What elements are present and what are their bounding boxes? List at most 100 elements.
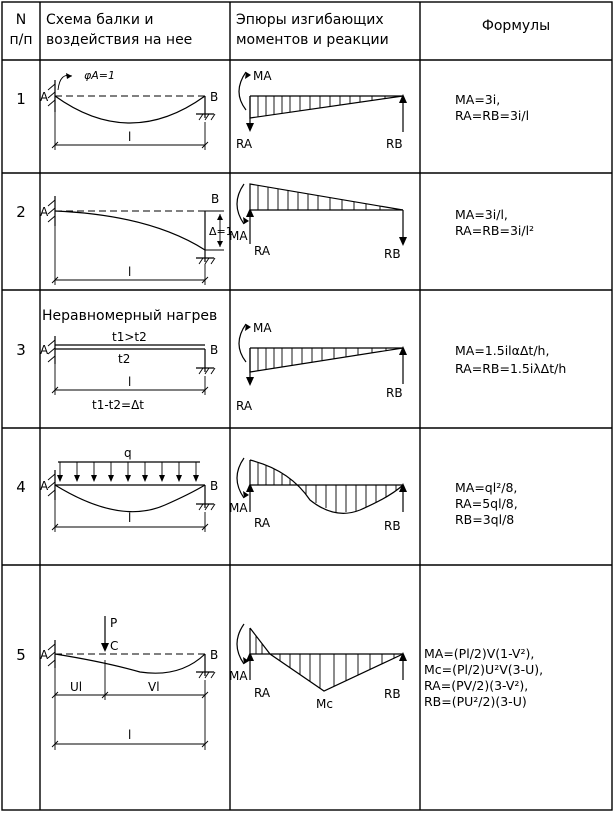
- fixed-support-a: [47, 336, 56, 364]
- deflection-curve: [54, 95, 206, 124]
- formula-line: RA=RB=3i/l²: [455, 223, 534, 238]
- reaction-b-arrow-icon: [399, 652, 407, 661]
- label-ma: MA: [229, 669, 248, 683]
- label-length: l: [128, 511, 131, 525]
- label-t2: t2: [118, 352, 130, 366]
- roller-support-b: [196, 485, 216, 511]
- row-2-formulas: MA=3i/l, RA=RB=3i/l²: [455, 207, 534, 238]
- dimension-l: [51, 112, 209, 150]
- label-rb: RB: [384, 687, 401, 701]
- label-t1-gt-t2: t1>t2: [112, 330, 147, 344]
- label-rb: RB: [384, 519, 401, 533]
- reaction-b-arrow-icon: [399, 483, 407, 492]
- row-2-scheme: A B l Δ=1: [40, 192, 233, 285]
- row-5-number: 5: [16, 646, 26, 664]
- row-1-epure: MA RA RB: [236, 69, 407, 151]
- header-epure-line1: Эпюры изгибающих: [236, 12, 384, 28]
- row-1-scheme: A B l φA=1: [40, 69, 218, 150]
- label-b: B: [210, 479, 218, 493]
- label-delta-t: t1-t2=Δt: [92, 398, 144, 412]
- row-3-number: 3: [16, 341, 26, 359]
- label-ra: RA: [236, 399, 253, 413]
- header-scheme-line2: воздействия на нее: [46, 32, 192, 48]
- label-ul: Ul: [70, 680, 82, 694]
- reaction-b-arrow-icon: [399, 237, 407, 246]
- reaction-b-arrow-icon: [399, 346, 407, 355]
- header-formulas: Формулы: [482, 18, 550, 34]
- moment-arrow-icon: [245, 72, 251, 79]
- reaction-a-arrow-icon: [246, 377, 254, 386]
- formula-line: RA=(PV/2)(3-V²),: [424, 678, 528, 693]
- label-phi: φA=1: [84, 69, 115, 82]
- dimension-l: [51, 364, 209, 395]
- rotation-arrow-icon: [66, 73, 72, 79]
- label-rb: RB: [384, 247, 401, 261]
- label-ra: RA: [254, 686, 271, 700]
- moment-arrow-icon: [243, 491, 249, 498]
- label-mc: Mc: [316, 697, 333, 711]
- row-4-formulas: MA=ql²/8, RA=5ql/8, RB=3ql/8: [455, 480, 518, 527]
- moment-arrow-icon: [245, 324, 251, 331]
- row-4-epure: MA RA RB: [229, 457, 407, 533]
- formula-line: RA=RB=1.5iλΔt/h: [455, 361, 566, 376]
- label-ra: RA: [254, 516, 271, 530]
- deflection-curve: [54, 484, 206, 513]
- reaction-a-arrow-icon: [246, 483, 254, 492]
- dimension-l: [51, 500, 209, 532]
- header-n: N: [16, 12, 26, 28]
- row-1-formulas: MA=3i, RA=RB=3i/l: [455, 92, 529, 123]
- row-3-epure: MA RA RB: [236, 321, 407, 413]
- moment-arrow-icon: [243, 217, 249, 224]
- label-length: l: [128, 265, 131, 279]
- deflection-curve: [54, 210, 206, 251]
- force-p-arrow-icon: [101, 643, 109, 652]
- header-epure-line2: моментов и реакции: [236, 32, 389, 48]
- formula-line: RA=5ql/8,: [455, 496, 518, 511]
- dimension-ul-vl: [51, 660, 209, 750]
- label-a: A: [40, 90, 49, 104]
- label-ra: RA: [236, 137, 253, 151]
- row-3-scheme: Неравномерный нагрев A B t1>t2 t2 l t1: [40, 308, 218, 412]
- label-b: B: [210, 90, 218, 104]
- moment-arrow-icon: [243, 657, 249, 664]
- label-p: P: [110, 616, 117, 630]
- table-header: N п/п Схема балки и воздействия на нее Э…: [9, 12, 550, 48]
- row-5-epure: MA RA RB Mc: [229, 623, 407, 711]
- row-1-number: 1: [16, 90, 26, 108]
- roller-support-b: [196, 349, 216, 375]
- label-b: B: [210, 648, 218, 662]
- label-delta: Δ=1: [209, 225, 233, 238]
- row-3-formulas: MA=1.5ilαΔt/h, RA=RB=1.5iλΔt/h: [455, 343, 566, 376]
- formula-line: RB=(PU²/2)(3-U): [424, 694, 527, 709]
- label-ma: MA: [229, 501, 248, 515]
- label-c: C: [110, 639, 118, 653]
- roller-support-b: [196, 654, 216, 679]
- formula-line: MA=1.5ilαΔt/h,: [455, 343, 549, 358]
- row-2-number: 2: [16, 203, 26, 221]
- row-4-scheme: q A B l: [40, 446, 218, 532]
- label-length: l: [128, 728, 131, 742]
- label-rb: RB: [386, 386, 403, 400]
- row-5-formulas: MA=(Pl/2)V(1-V²), Mc=(Pl/2)U²V(3-U), RA=…: [424, 646, 543, 709]
- fixed-support-a: [47, 196, 56, 226]
- label-heating: Неравномерный нагрев: [42, 308, 217, 324]
- label-ma: MA: [229, 229, 248, 243]
- formula-line: RA=RB=3i/l: [455, 108, 529, 123]
- fixed-support-a: [47, 470, 56, 500]
- label-ra: RA: [254, 244, 271, 258]
- header-scheme-line1: Схема балки и: [46, 12, 154, 28]
- label-rb: RB: [386, 137, 403, 151]
- label-a: A: [40, 648, 49, 662]
- row-5-scheme: P C A B Ul Vl l: [40, 616, 218, 750]
- row-2-epure: MA RA RB: [229, 183, 407, 261]
- rotation-arc: [57, 74, 73, 91]
- formula-line: MA=(Pl/2)V(1-V²),: [424, 646, 534, 661]
- label-a: A: [40, 479, 49, 493]
- reaction-a-arrow-icon: [246, 652, 254, 661]
- label-q: q: [124, 446, 132, 460]
- label-b: B: [211, 192, 219, 206]
- dimension-l: [51, 740, 209, 748]
- settled-support-b: [196, 210, 224, 265]
- roller-support-b: [196, 96, 216, 121]
